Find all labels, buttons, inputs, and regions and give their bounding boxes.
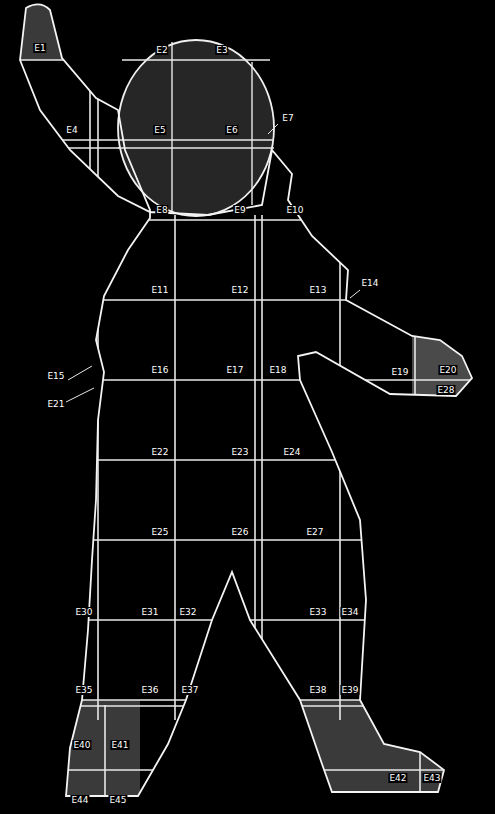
region-label: E28 (436, 385, 455, 395)
region-label: E8 (155, 205, 168, 215)
region-label: E18 (268, 365, 287, 375)
region-label: E33 (308, 607, 327, 617)
region-label: E26 (230, 527, 249, 537)
region-label: E24 (282, 447, 301, 457)
region-label: E42 (388, 773, 407, 783)
region-label: E27 (305, 527, 324, 537)
region-label: E45 (108, 795, 127, 805)
body-outline (20, 4, 472, 796)
region-label: E7 (281, 113, 294, 123)
region-label: E34 (340, 607, 359, 617)
region-label: E32 (178, 607, 197, 617)
region-label: E12 (230, 285, 249, 295)
region-label: E40 (72, 740, 91, 750)
region-label: E1 (33, 43, 46, 53)
region-label: E2 (155, 45, 168, 55)
region-label: E41 (110, 740, 129, 750)
region-label: E37 (180, 685, 199, 695)
region-label: E38 (308, 685, 327, 695)
region-label: E36 (140, 685, 159, 695)
region-label: E4 (65, 125, 78, 135)
region-label: E43 (422, 773, 441, 783)
region-label: E6 (225, 125, 238, 135)
region-label: E11 (150, 285, 169, 295)
region-label: E10 (285, 205, 304, 215)
region-label: E22 (150, 447, 169, 457)
region-label: E21 (46, 399, 65, 409)
region-label: E5 (153, 125, 166, 135)
region-label: E19 (390, 367, 409, 377)
region-label: E15 (46, 371, 65, 381)
region-label: E17 (225, 365, 244, 375)
region-label: E9 (233, 205, 246, 215)
region-label: E13 (308, 285, 327, 295)
region-label: E35 (74, 685, 93, 695)
leader-lines (66, 124, 360, 402)
region-label: E31 (140, 607, 159, 617)
region-label: E44 (70, 795, 89, 805)
region-label: E25 (150, 527, 169, 537)
region-label: E23 (230, 447, 249, 457)
region-label: E14 (360, 278, 379, 288)
region-label: E39 (340, 685, 359, 695)
region-label: E20 (438, 365, 457, 375)
region-label: E3 (215, 45, 228, 55)
region-label: E30 (74, 607, 93, 617)
region-label: E16 (150, 365, 169, 375)
